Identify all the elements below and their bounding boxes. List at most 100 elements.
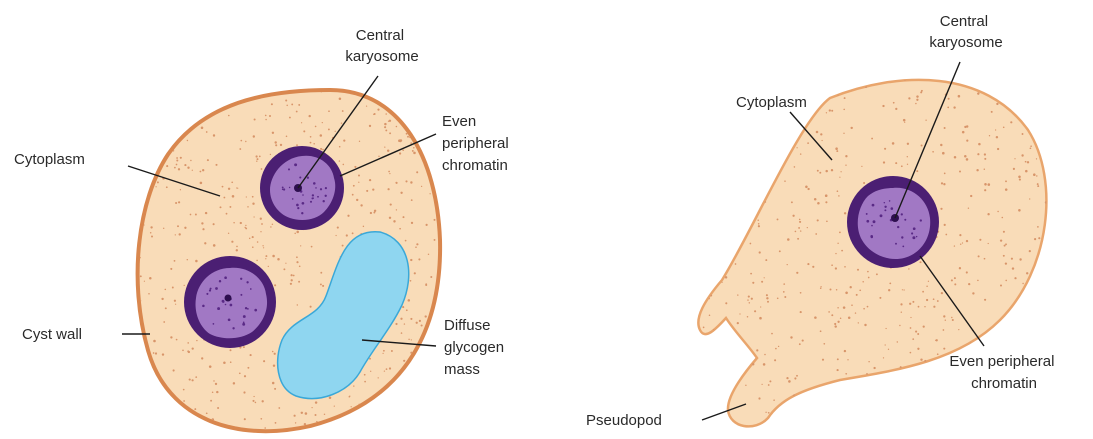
granule bbox=[195, 376, 197, 378]
granule bbox=[867, 271, 869, 273]
granule bbox=[725, 86, 727, 88]
granule bbox=[947, 417, 949, 419]
granule bbox=[918, 306, 920, 308]
granule bbox=[861, 166, 862, 167]
granule bbox=[417, 382, 419, 384]
granule bbox=[976, 405, 977, 406]
chromatin-dot bbox=[302, 194, 304, 196]
granule bbox=[413, 152, 416, 155]
granule bbox=[236, 246, 238, 248]
granule bbox=[964, 428, 967, 431]
granule bbox=[206, 131, 208, 133]
granule bbox=[429, 193, 430, 194]
granule bbox=[275, 144, 277, 146]
granule bbox=[705, 279, 707, 281]
granule bbox=[145, 131, 147, 133]
granule bbox=[899, 72, 901, 74]
granule bbox=[758, 190, 760, 192]
granule bbox=[263, 247, 264, 248]
granule bbox=[710, 295, 712, 297]
granule bbox=[907, 156, 908, 157]
granule bbox=[759, 251, 761, 253]
granule bbox=[760, 306, 761, 307]
granule bbox=[984, 258, 986, 260]
granule bbox=[1057, 109, 1058, 110]
granule bbox=[324, 414, 325, 415]
granule bbox=[1003, 231, 1005, 233]
granule bbox=[703, 327, 705, 329]
cyst-lower-karyosome bbox=[225, 295, 232, 302]
granule bbox=[201, 222, 203, 224]
chromatin-dot bbox=[889, 200, 891, 202]
granule bbox=[919, 394, 921, 396]
granule bbox=[384, 370, 385, 371]
granule bbox=[144, 159, 146, 161]
granule bbox=[322, 122, 323, 123]
granule bbox=[291, 103, 293, 105]
granule bbox=[977, 280, 979, 282]
granule bbox=[409, 394, 411, 396]
granule bbox=[1050, 238, 1052, 240]
granule bbox=[305, 412, 308, 415]
granule bbox=[879, 70, 881, 72]
granule bbox=[1013, 78, 1014, 79]
granule bbox=[713, 284, 715, 286]
granule bbox=[142, 416, 144, 418]
granule bbox=[438, 379, 439, 380]
chromatin-dot bbox=[222, 300, 224, 302]
granule bbox=[701, 273, 703, 275]
granule bbox=[406, 418, 409, 421]
granule bbox=[141, 101, 143, 103]
granule bbox=[293, 275, 295, 277]
granule bbox=[1039, 144, 1042, 147]
granule bbox=[347, 215, 349, 217]
granule bbox=[984, 153, 986, 155]
granule bbox=[822, 85, 824, 87]
granule bbox=[765, 201, 767, 203]
granule bbox=[1049, 172, 1051, 174]
granule bbox=[819, 172, 821, 174]
granule bbox=[187, 167, 189, 169]
granule bbox=[734, 142, 736, 144]
granule bbox=[389, 367, 391, 369]
granule bbox=[1041, 118, 1043, 120]
granule bbox=[970, 195, 972, 197]
granule bbox=[405, 240, 407, 242]
chromatin-dot bbox=[902, 246, 904, 248]
granule bbox=[215, 383, 217, 385]
granule bbox=[256, 155, 258, 157]
granule bbox=[948, 408, 950, 410]
granule bbox=[184, 164, 186, 166]
granule bbox=[261, 168, 263, 170]
granule bbox=[299, 266, 301, 268]
granule bbox=[180, 128, 182, 130]
granule bbox=[733, 433, 736, 436]
granule bbox=[285, 99, 287, 101]
granule bbox=[882, 105, 884, 107]
granule bbox=[209, 365, 212, 368]
granule bbox=[1021, 154, 1023, 156]
granule bbox=[803, 429, 805, 431]
granule bbox=[252, 236, 254, 238]
granule bbox=[243, 391, 245, 393]
granule bbox=[373, 114, 374, 115]
granule bbox=[724, 228, 725, 229]
granule bbox=[419, 320, 421, 322]
granule bbox=[434, 219, 436, 221]
granule bbox=[825, 201, 827, 203]
granule bbox=[438, 126, 440, 128]
granule bbox=[257, 158, 259, 160]
granule bbox=[1022, 283, 1023, 284]
granule bbox=[1055, 282, 1057, 284]
granule bbox=[320, 283, 322, 285]
granule bbox=[823, 343, 825, 345]
granule bbox=[926, 299, 928, 301]
granule bbox=[274, 353, 276, 355]
granule bbox=[189, 379, 191, 381]
granule bbox=[868, 277, 870, 279]
chromatin-dot bbox=[904, 219, 906, 221]
granule bbox=[897, 341, 898, 342]
granule bbox=[799, 219, 801, 221]
granule bbox=[151, 134, 152, 135]
granule bbox=[164, 407, 166, 409]
